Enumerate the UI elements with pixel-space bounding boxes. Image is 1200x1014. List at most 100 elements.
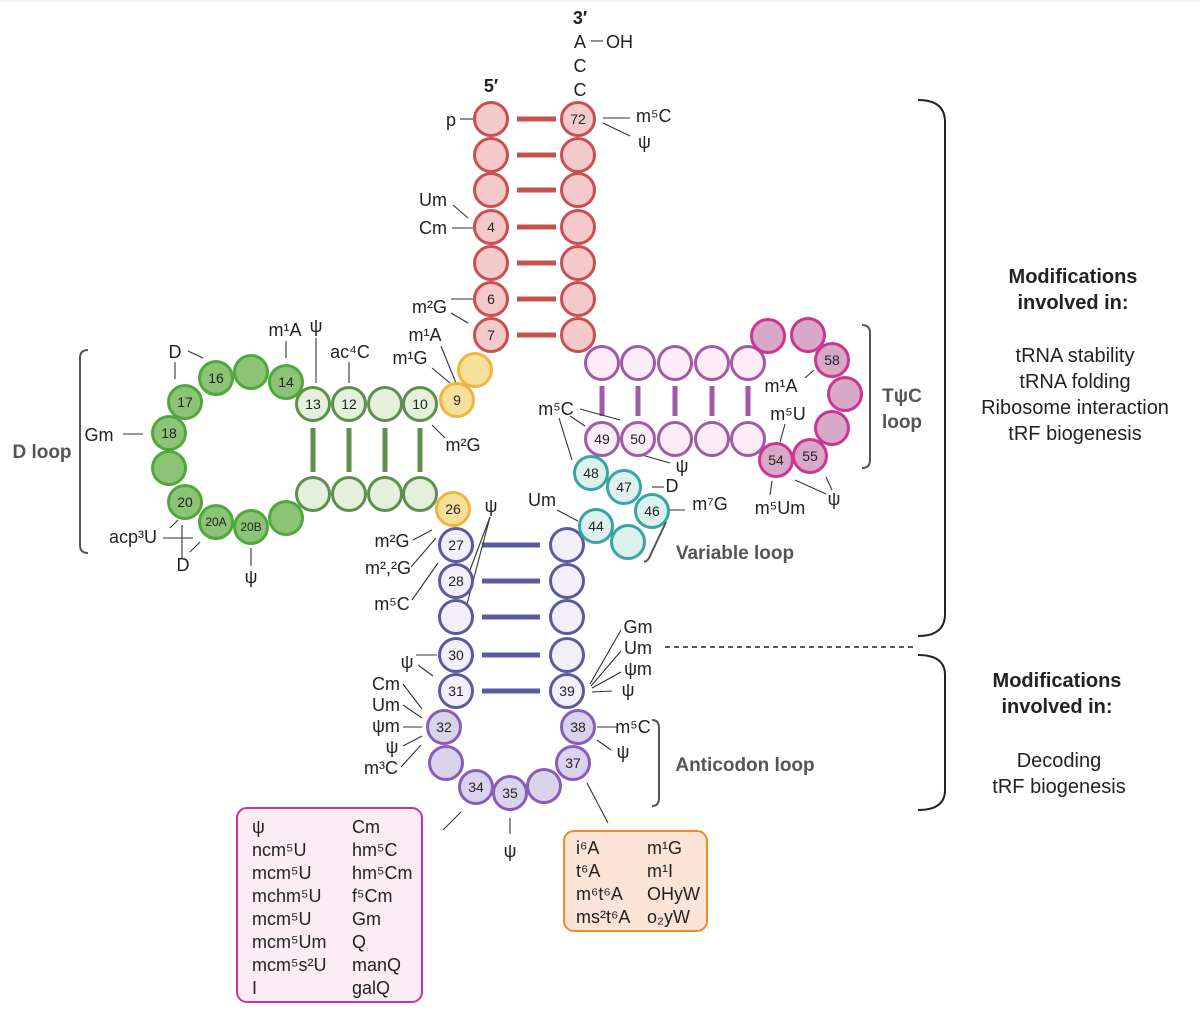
nucleotide-number: 18 (161, 425, 177, 441)
nucleotide-circle (167, 384, 203, 420)
nucleotide-circle (657, 345, 693, 381)
nucleotide-number: 54 (768, 452, 784, 468)
nucleotide-circle (458, 769, 494, 805)
modification-label: ψ (504, 841, 517, 861)
modification-label: m⁵C (374, 594, 409, 614)
leader-line (556, 509, 579, 522)
nucleotide-circle (426, 709, 462, 745)
nucleotide-circle (584, 345, 620, 381)
nucleotide-d-loop: 20B (233, 509, 269, 545)
nucleotide-acceptor-stem (560, 137, 596, 173)
cca-c2: C (574, 80, 587, 100)
nucleotide-t-stem (730, 345, 766, 381)
nucleotide-circle (573, 455, 609, 491)
nucleotide-circle (402, 386, 438, 422)
upper-item: tRF biogenesis (1008, 423, 1141, 445)
nucleotide-anticodon-loop: 32 (426, 709, 462, 745)
nucleotide-number: 20B (240, 520, 261, 534)
nucleotide-number: 28 (448, 573, 464, 589)
nucleotide-number: 58 (824, 352, 840, 368)
wobble-modification: Q (352, 932, 366, 952)
nucleotide-circle (473, 281, 509, 317)
nucleotide-circle (814, 342, 850, 378)
nucleotide-t-loop (750, 318, 786, 354)
nucleotide-anticodon-stem: 27 (438, 527, 474, 563)
nucleotide-d-loop: 17 (167, 384, 203, 420)
nucleotide-circle (473, 101, 509, 137)
five-prime-label: 5′ (484, 76, 498, 96)
nucleotide-circle (814, 410, 850, 446)
base-pair-bars (310, 116, 751, 694)
leader-line (769, 480, 773, 496)
nucleotide-t-loop: 55 (792, 438, 828, 474)
nucleotide-circle (694, 345, 730, 381)
t-loop-bracket (861, 324, 871, 469)
nucleotide-circle (233, 354, 269, 390)
nucleotide-d-stem: 13 (295, 386, 331, 422)
nucleotide-anticodon-loop (428, 745, 464, 781)
leader-line (596, 739, 612, 751)
nucleotide-t-stem (657, 345, 693, 381)
nucleotide-circle (167, 484, 203, 520)
nucleotide-t-stem (657, 421, 693, 457)
leader-line (400, 744, 422, 768)
leader-line (779, 423, 786, 443)
nucleotide-circle (268, 500, 304, 536)
leader-line (440, 345, 457, 384)
leader-line (431, 424, 446, 439)
modification-label: m⁵U (770, 404, 805, 424)
nucleotide-circle (331, 386, 367, 422)
upper-title-2: involved in: (1017, 292, 1128, 314)
position-37-modification: OHyW (647, 884, 700, 904)
nucleotide-anticodon-loop: 35 (492, 775, 528, 811)
wobble-modification: galQ (352, 978, 390, 998)
nucleotide-acceptor-stem (560, 209, 596, 245)
modification-label: ψ (617, 742, 630, 762)
nucleotide-t-stem (694, 345, 730, 381)
modification-label: ψ (676, 456, 689, 476)
nucleotide-number: 16 (208, 370, 224, 386)
nucleotide-circle (555, 745, 591, 781)
nucleotide-acceptor-stem (560, 245, 596, 281)
nucleotide-acceptor-stem: 6 (473, 281, 509, 317)
nucleotide-circle (790, 317, 826, 353)
nucleotide-anticodon-loop: 34 (458, 769, 494, 805)
nucleotide-anticodon-stem: 30 (438, 637, 474, 673)
nucleotide-circle (634, 493, 670, 529)
d-loop-bracket (79, 349, 89, 554)
nucleotide-number: 39 (559, 683, 575, 699)
leader-line (590, 650, 622, 687)
nucleotide-circle (438, 599, 474, 635)
nucleotide-circle (492, 775, 528, 811)
nucleotide-number: 20 (177, 494, 193, 510)
modification-label: Um (624, 638, 652, 658)
nucleotide-circle (233, 509, 269, 545)
nucleotide-anticodon-loop (526, 768, 562, 804)
nucleotide-number: 6 (487, 291, 495, 307)
nucleotide-number: 34 (468, 779, 484, 795)
nucleotide-circle (560, 137, 596, 173)
nucleotide-circle (473, 209, 509, 245)
lower-function-bracket (917, 654, 946, 811)
modification-label: D (169, 342, 182, 362)
leader-line (412, 529, 433, 541)
upper-title-1: Modifications (1009, 266, 1138, 288)
nucleotide-number: 17 (177, 394, 193, 410)
position-37-box (563, 830, 708, 932)
nucleotide-t-loop: 58 (814, 342, 850, 378)
modification-label: m⁵C (615, 717, 650, 737)
nucleotide-variable-loop: 47 (606, 469, 642, 505)
nucleotide-t-stem (620, 345, 656, 381)
nucleotide-number: 4 (487, 219, 495, 235)
nucleotide-circle (657, 421, 693, 457)
nucleotide-circle (439, 382, 475, 418)
wobble-modification: I (252, 978, 257, 998)
nucleotide-variable-loop: 44 (578, 508, 614, 544)
nucleotide-t-stem (730, 421, 766, 457)
nucleotide-acceptor-stem: 7 (473, 317, 509, 353)
nucleotide-circle (750, 318, 786, 354)
nucleotide-number: 14 (278, 374, 294, 390)
cca-c1: C (574, 56, 587, 76)
nucleotide-t-stem: 49 (584, 421, 620, 457)
